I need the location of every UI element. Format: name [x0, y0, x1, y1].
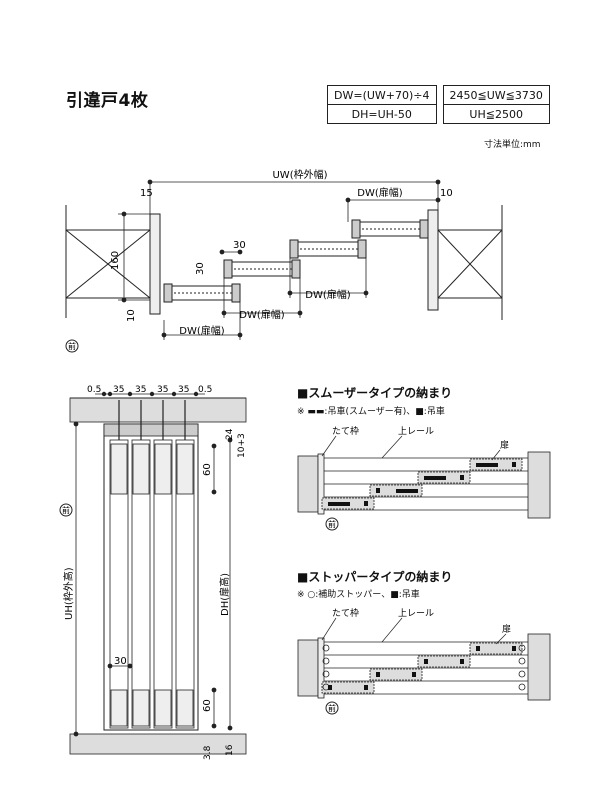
stopper-front-mark: 前: [328, 703, 336, 713]
page-title: 引違戸4枚: [66, 91, 149, 111]
dim-10-3: 10+3: [237, 433, 247, 458]
dh-formula: DH=UH-50: [327, 104, 437, 124]
top-dim-3: 35: [135, 385, 146, 395]
dim-60-top: 60: [202, 463, 213, 476]
dw-label-1: DW(扉幅): [179, 324, 224, 337]
dw-label-top: DW(扉幅): [357, 186, 402, 199]
smoother-legend: ※ ▬▬:吊車(スムーザー有)、■:吊車: [297, 407, 445, 417]
door-3: [289, 239, 367, 259]
top-dim-6: 0.5: [198, 385, 212, 395]
stopper-title: ■ストッパータイプの納まり: [297, 570, 453, 584]
smoother-door-label: 扉: [500, 439, 509, 451]
smoother-rail-label: 上レール: [398, 426, 434, 437]
dim-10-bottom: 10: [126, 309, 137, 322]
dim-30-side: 30: [195, 262, 206, 275]
smoother-frame-label: たて枠: [332, 425, 359, 437]
dim-30-top: 30: [233, 240, 246, 251]
top-dim-4: 35: [157, 385, 168, 395]
top-dim-5: 35: [178, 385, 189, 395]
dw-formula: DW=(UW+70)÷4: [327, 85, 437, 105]
door-4: [351, 219, 429, 239]
uw-label: UW(枠外幅): [272, 168, 327, 181]
smoother-title: ■スムーザータイプの納まり: [297, 386, 453, 400]
dim-160: 160: [110, 251, 121, 270]
door-2: [223, 259, 301, 279]
front-mark-section: 前: [62, 505, 70, 515]
stopper-legend: ※ ○:補助ストッパー、■:吊車: [297, 590, 420, 600]
dw-label-3: DW(扉幅): [305, 288, 350, 301]
stopper-rail-label: 上レール: [398, 608, 434, 619]
uh-label: UH(枠外高): [62, 567, 75, 620]
stopper-frame-label: たて枠: [332, 607, 359, 619]
formula-table: DW=(UW+70)÷4 2450≦UW≦3730 DH=UH-50 UH≦25…: [327, 85, 550, 124]
dim-15: 15: [140, 188, 153, 199]
right-wall: [427, 205, 503, 320]
dim-16: 16: [225, 744, 235, 756]
dim-24: 24: [225, 428, 235, 440]
front-mark-plan: 前: [68, 341, 76, 351]
dw-label-2: DW(扉幅): [239, 308, 284, 321]
unit-note: 寸法単位:mm: [484, 140, 541, 150]
dim-10-plan: 10: [440, 188, 453, 199]
left-wall: [65, 213, 161, 315]
dim-3-8: 3.8: [203, 745, 213, 760]
dh-label: DH(扉高): [218, 573, 231, 616]
top-dim-1: 0.5: [87, 385, 101, 395]
uw-range: 2450≦UW≦3730: [442, 85, 550, 105]
smoother-front-mark: 前: [328, 519, 336, 529]
door-1: [163, 283, 241, 303]
section-doors: [109, 439, 195, 729]
stopper-door-label: 扉: [502, 623, 511, 635]
dim-30-section: 30: [114, 656, 127, 667]
uh-range: UH≦2500: [442, 104, 550, 124]
top-dim-2: 35: [113, 385, 124, 395]
dim-60-bottom: 60: [202, 699, 213, 712]
